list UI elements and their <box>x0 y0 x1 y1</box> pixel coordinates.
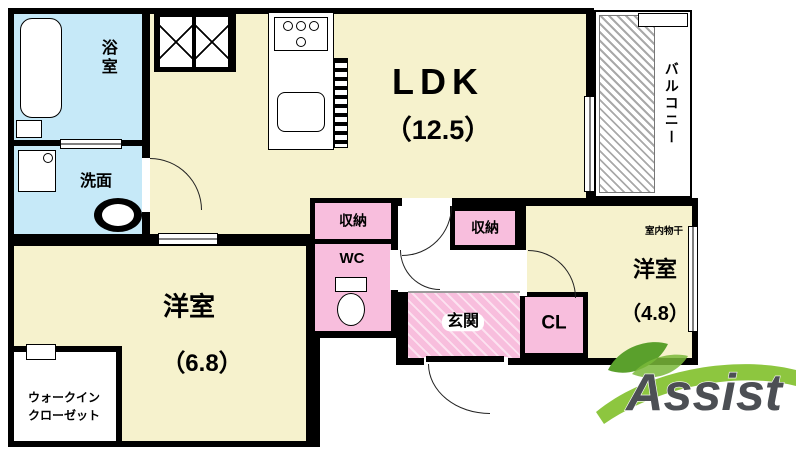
logo-leaf-icon <box>608 342 668 373</box>
window-line <box>589 97 591 191</box>
wc-label: WC <box>339 249 365 267</box>
bedroom-south-label: 洋室 <box>162 291 216 322</box>
cooktop-icon <box>274 17 328 51</box>
washer-dial-icon <box>43 153 53 163</box>
logo-swoosh <box>596 364 796 424</box>
indoor-drying-label: 室内物干 <box>644 225 684 237</box>
window-line <box>692 227 694 331</box>
walkin-closet-label-line1: ウォークイン <box>27 390 101 405</box>
range-xbox-icon <box>160 17 192 67</box>
bedroom-east-window <box>688 226 698 332</box>
door-line <box>61 143 121 145</box>
washing-machine-icon <box>18 150 56 192</box>
room-walkin-closet <box>14 346 122 441</box>
bathroom-label: 浴室 <box>98 39 116 77</box>
toilet-bowl-icon <box>337 293 365 326</box>
entrance-door-arc <box>428 364 490 414</box>
storage2-label: 収納 <box>471 219 499 236</box>
bath-counter-icon <box>16 120 42 138</box>
bedroom-east-size-label: （4.8） <box>621 303 689 325</box>
door-line <box>159 238 217 240</box>
ldk-hall-opening <box>402 198 452 206</box>
closet-cl-label: CL <box>541 312 567 334</box>
entrance-door-leaf <box>426 356 504 362</box>
bedroom-south-door <box>158 233 218 245</box>
kitchen-side-panel-icon <box>334 58 348 148</box>
storage1-label: 収納 <box>339 212 367 229</box>
wc-opening <box>390 250 398 290</box>
bedroom-east-opening <box>519 250 527 296</box>
logo-leaf-icon <box>632 354 688 378</box>
washbasin-icon <box>94 198 142 232</box>
burner-icon <box>283 21 293 32</box>
washroom-opening <box>142 158 150 212</box>
room-storage2 <box>450 206 520 250</box>
walkin-closet-label-line2: クローゼット <box>27 408 101 423</box>
washroom-label: 洗面 <box>79 173 113 191</box>
range-unit-icon <box>154 12 236 72</box>
ldk-size-label: （12.5） <box>384 115 492 146</box>
walkin-closet-opening <box>26 344 56 360</box>
entrance-step-line <box>408 291 520 293</box>
toilet-tank-icon <box>335 277 367 292</box>
burner-icon <box>296 36 306 47</box>
room-closet-cl <box>520 292 588 358</box>
balcony: バルコニー <box>594 10 692 198</box>
bathtub-icon <box>20 18 62 118</box>
assist-logo: Assist <box>596 342 796 424</box>
balcony-hatch <box>599 15 655 193</box>
bedroom-east-label: 洋室 <box>632 256 678 282</box>
room-entrance <box>408 292 520 358</box>
kitchen-sink-icon <box>277 92 325 132</box>
bathroom-door <box>60 139 122 149</box>
washbasin-bowl <box>102 204 134 226</box>
balcony-label: バルコニー <box>663 61 680 147</box>
balcony-partition-icon <box>638 13 688 27</box>
entrance-label: 玄関 <box>441 313 485 331</box>
logo-text: Assist <box>624 364 785 422</box>
bedroom-south-size-label: （6.8） <box>161 349 243 377</box>
range-xbox-icon <box>196 17 228 67</box>
burner-icon <box>296 21 306 32</box>
burner-icon <box>309 21 319 32</box>
ldk-label: LDK <box>392 61 484 103</box>
